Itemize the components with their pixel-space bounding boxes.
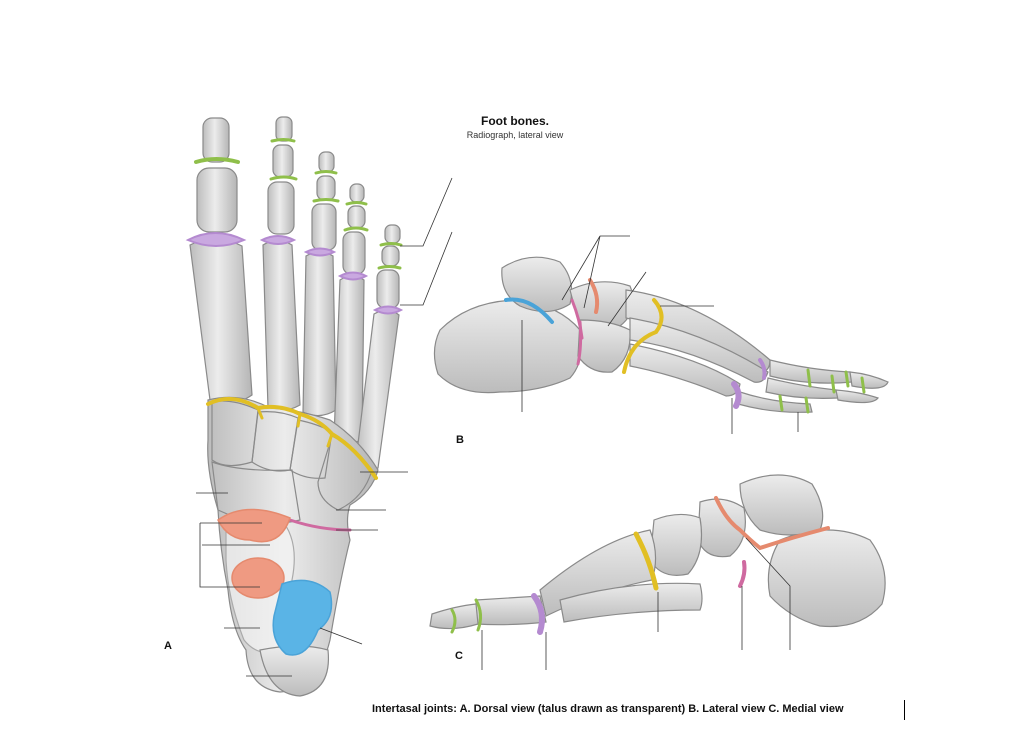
lateral-view-leader-lines	[521, 235, 799, 434]
view-label-b: B	[456, 434, 464, 446]
medial-view-joints	[450, 496, 830, 635]
figure-subtitle: Radiograph, lateral view	[466, 130, 564, 140]
figure-caption: Intertasal joints: A. Dorsal view (talus…	[372, 703, 844, 715]
lateral-view-illustration	[433, 256, 889, 413]
figure-title: Foot bones.	[481, 114, 549, 128]
dorsal-view-illustration	[189, 116, 401, 697]
view-label-a: A	[164, 640, 172, 652]
view-label-c: C	[455, 650, 463, 662]
text-cursor	[904, 700, 905, 720]
medial-view-illustration	[429, 474, 886, 630]
lateral-view-joints	[504, 278, 866, 414]
dorsal-view-leader-lines	[196, 177, 453, 677]
medial-view-leader-lines	[481, 537, 791, 670]
dorsal-view-joints	[185, 138, 404, 656]
